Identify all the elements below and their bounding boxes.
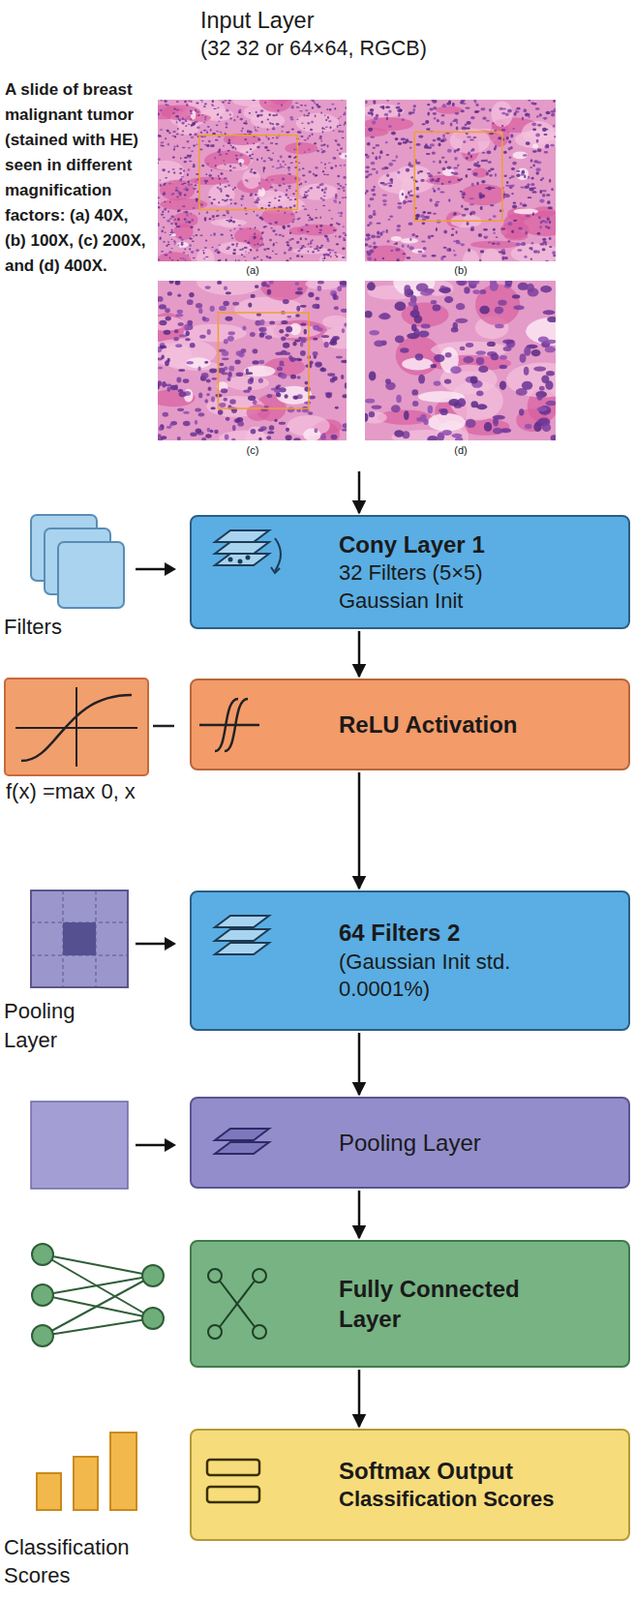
- flow-arrow: [358, 631, 362, 677]
- input-layer: Input Layer(32 32 or 64×64, RGCB): [150, 0, 567, 470]
- histology-image: [157, 99, 347, 262]
- layers-icon: [214, 915, 270, 955]
- pool-layers-icon: [214, 1128, 270, 1154]
- icon-label: Classification Scores: [3, 1533, 198, 1590]
- pooling-box: Pooling Layer: [189, 1096, 631, 1189]
- network-icon: [31, 1243, 164, 1347]
- bar-chart-icon: [36, 1432, 137, 1511]
- icon-label: Pooling Layer: [3, 997, 121, 1056]
- layer-detail: (32 32 or 64×64, RGCB): [200, 35, 567, 63]
- side-arrow: [135, 562, 177, 576]
- flow-arrow: [358, 471, 362, 514]
- formula-label: f(x) =max 0, x: [5, 778, 136, 806]
- side-arrow: [135, 1138, 177, 1152]
- layers-icon: [214, 530, 281, 574]
- layer-title: 64 Filters 2: [338, 917, 460, 948]
- layer-title: Softmax Output: [338, 1455, 514, 1486]
- flow-arrow: [358, 1032, 362, 1095]
- zoom-frame: [199, 135, 298, 211]
- panel-label: (a): [241, 264, 264, 277]
- activation-plot: [4, 678, 175, 776]
- layer-title: Cony Layer 1: [338, 529, 485, 560]
- panel-label: (d): [450, 444, 472, 457]
- layer-title: Fully Connected Layer: [338, 1273, 547, 1334]
- zoom-frame: [217, 312, 309, 409]
- conv-layer-box: Cony Layer 132 Filters (5×5)Gaussian Ini…: [189, 514, 631, 630]
- layer-title: Pooling Layer: [338, 1127, 482, 1158]
- histology-image: [364, 280, 556, 441]
- conv-layer-box: 64 Filters 2(Gaussian Init std. 0.0001%): [189, 890, 631, 1031]
- histology-image: [364, 99, 556, 262]
- layer-detail: 32 Filters (5×5): [338, 559, 484, 588]
- layer-detail: Gaussian Init: [338, 587, 463, 616]
- layer-detail: (Gaussian Init std. 0.0001%): [338, 948, 514, 1004]
- activation-icon: [199, 698, 260, 752]
- flow-arrow: [358, 772, 362, 889]
- flow-arrow: [358, 1369, 362, 1427]
- feature-map-icon: [30, 1101, 128, 1189]
- histology-panels: [141, 90, 583, 454]
- dense-layer-box: Fully Connected Layer: [189, 1239, 631, 1368]
- layer-detail: Classification Scores: [338, 1485, 555, 1514]
- pooling-icon: [30, 890, 128, 988]
- activation-box: ReLU Activation: [189, 678, 631, 771]
- histology-image: [157, 280, 347, 441]
- figure-caption: A slide of breast malignant tumor (stain…: [4, 77, 151, 279]
- zoom-frame: [414, 131, 503, 221]
- flow-arrow: [358, 1190, 362, 1239]
- panel-label: (b): [450, 264, 472, 277]
- fc-icon: [208, 1269, 267, 1339]
- output-box: Softmax OutputClassification Scores: [189, 1428, 631, 1542]
- output-icon: [207, 1459, 260, 1503]
- filters-icon: [30, 514, 124, 608]
- layer-title: ReLU Activation: [338, 709, 517, 740]
- layer-title: Input Layer: [200, 5, 567, 36]
- side-arrow: [135, 937, 177, 951]
- icon-label: Filters: [3, 613, 62, 641]
- panel-label: (c): [241, 444, 264, 457]
